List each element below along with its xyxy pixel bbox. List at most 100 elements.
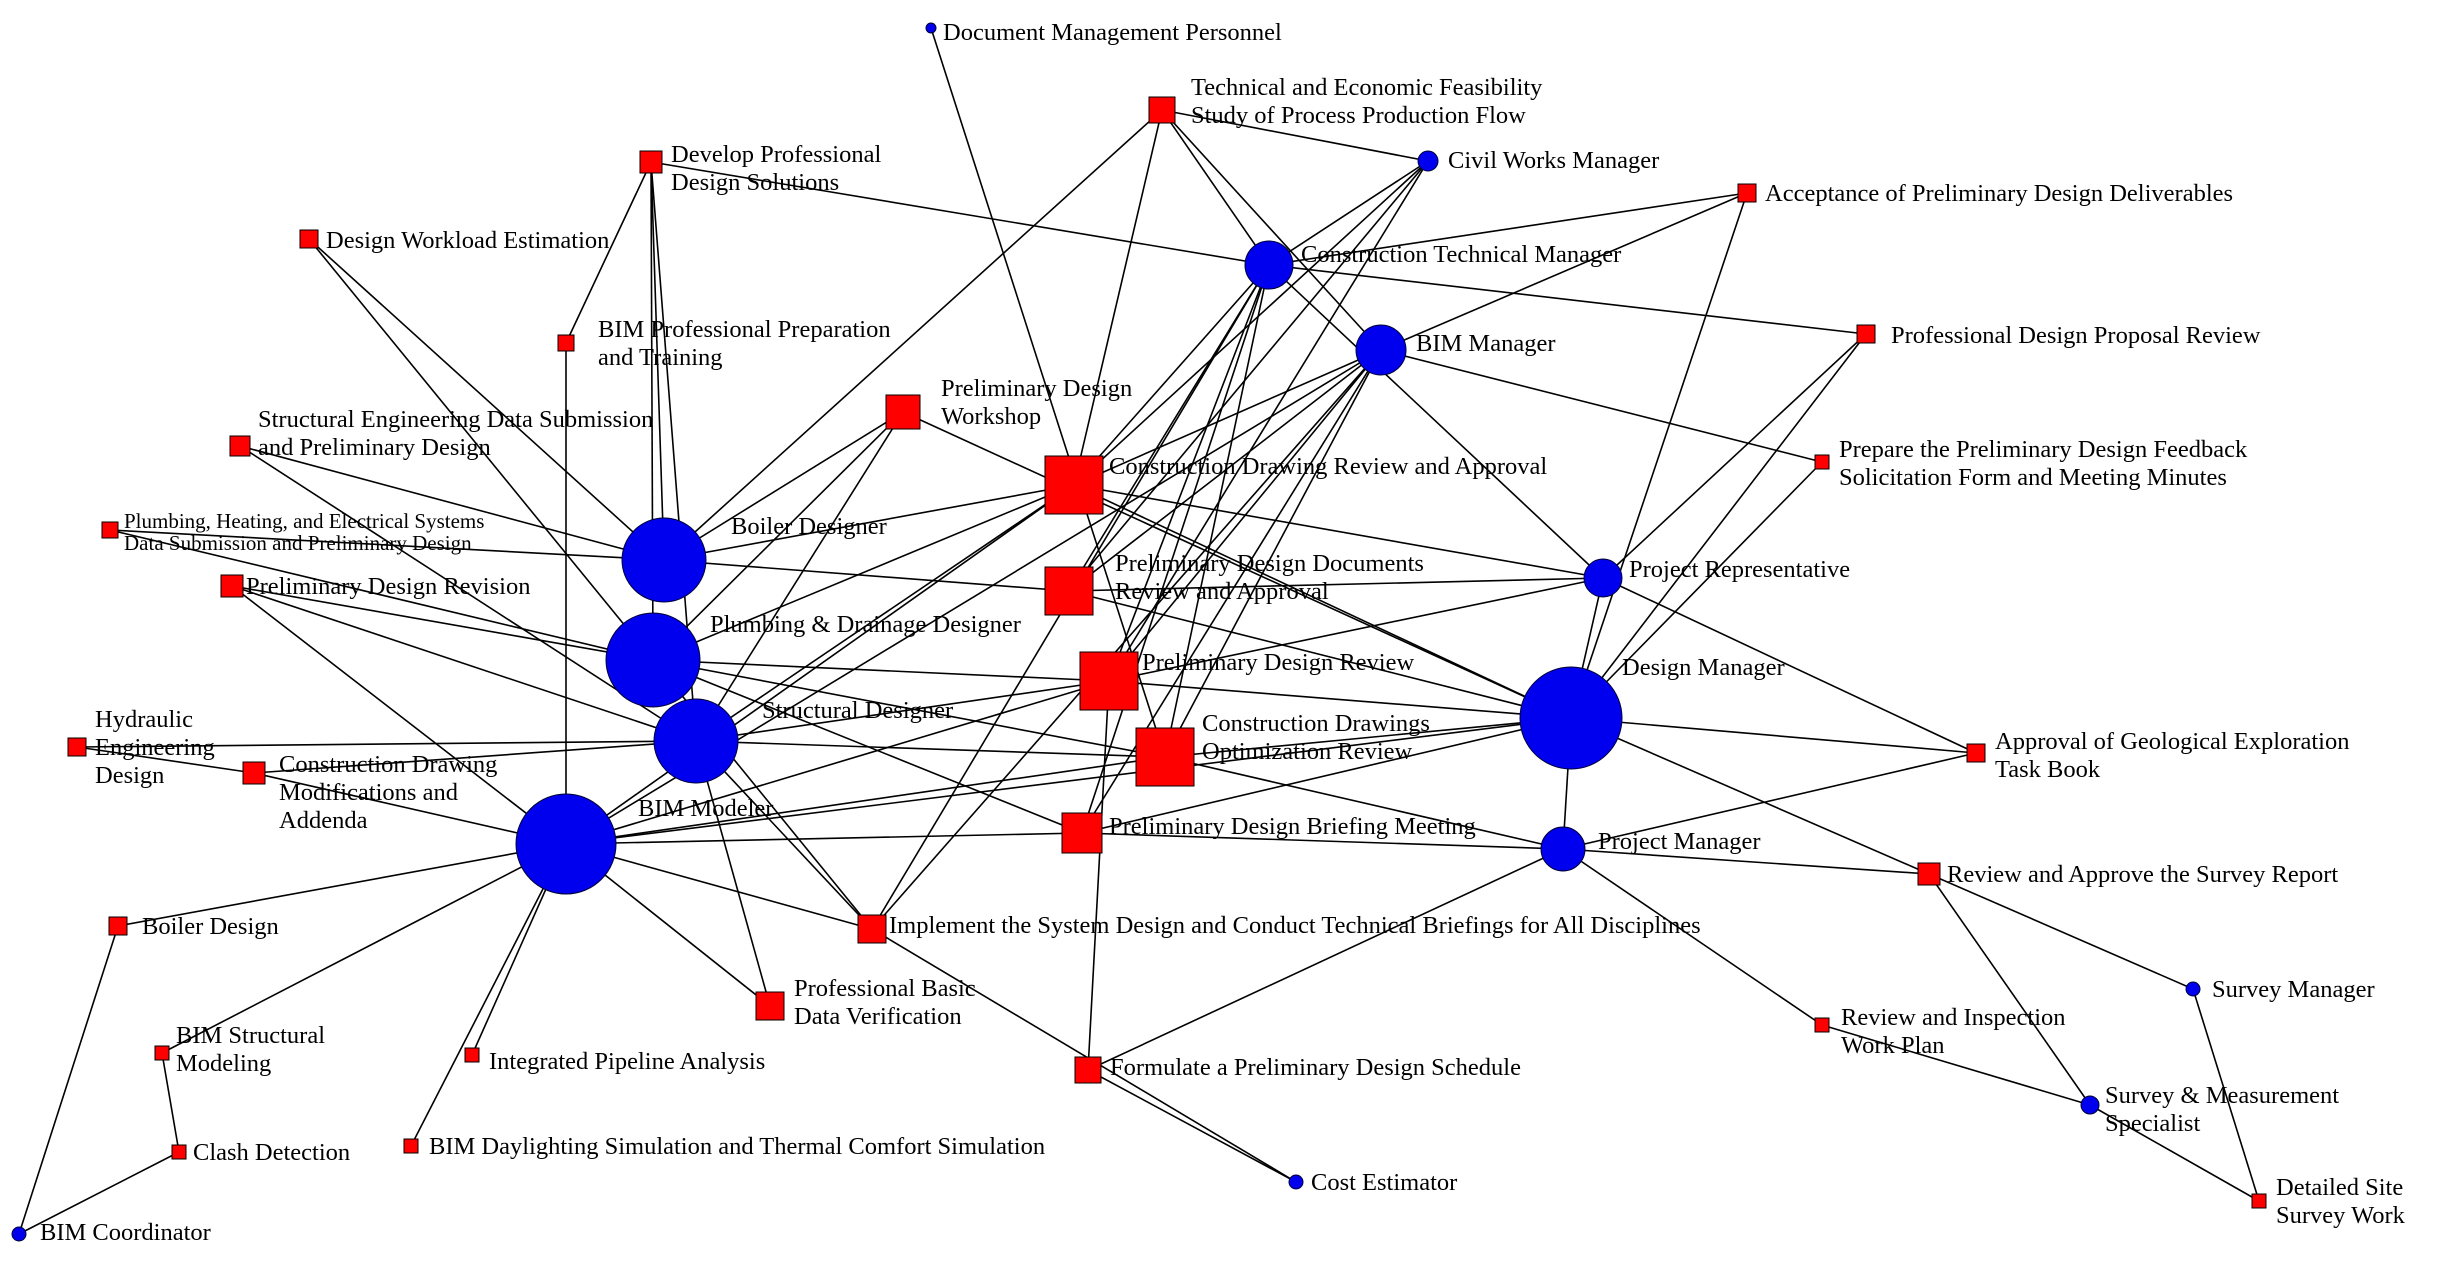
node-review-approve-survey-report[interactable]: Review and Approve the Survey Report: [1917, 861, 2338, 888]
node-document-management-personnel[interactable]: Document Management Personnel: [925, 19, 1282, 46]
review-inspection-work-plan-label-line: Work Plan: [1841, 1032, 1945, 1059]
node-boiler-design[interactable]: Boiler Design: [108, 913, 279, 940]
edge-hydraulic-engineering-design-to-structural-designer: [76, 740, 697, 748]
integrated-pipeline-analysis-label-line: Integrated Pipeline Analysis: [489, 1048, 765, 1075]
bim-daylighting-simulation-label: BIM Daylighting Simulation and Thermal C…: [429, 1133, 1045, 1160]
survey-manager-person-marker: [2185, 981, 2201, 997]
edge-bim-modeler-to-implement-system-design: [565, 843, 873, 930]
node-bim-manager[interactable]: BIM Manager: [1355, 324, 1555, 376]
document-management-personnel-person-marker: [925, 22, 937, 34]
construction-drawing-modifications-label-line: Modifications and: [279, 779, 458, 806]
node-survey-manager[interactable]: Survey Manager: [2185, 976, 2375, 1003]
construction-drawings-optimization-task-marker: [1135, 727, 1195, 787]
edge-structural-designer-to-construction-drawings-optimization: [695, 740, 1166, 758]
node-professional-design-proposal-review[interactable]: Professional Design Proposal Review: [1856, 322, 2261, 349]
node-formulate-preliminary-design-schedule[interactable]: Formulate a Preliminary Design Schedule: [1074, 1054, 1521, 1084]
node-acceptance-preliminary-design-deliverables[interactable]: Acceptance of Preliminary Design Deliver…: [1737, 180, 2233, 207]
node-preliminary-design-revision[interactable]: Preliminary Design Revision: [220, 573, 530, 600]
node-project-representative[interactable]: Project Representative: [1583, 556, 1850, 598]
node-bim-daylighting-simulation[interactable]: BIM Daylighting Simulation and Thermal C…: [403, 1133, 1045, 1160]
prepare-feedback-form-label-line: Solicitation Form and Meeting Minutes: [1839, 464, 2227, 491]
hydraulic-engineering-design-task-marker: [67, 737, 87, 757]
node-preliminary-design-briefing[interactable]: Preliminary Design Briefing Meeting: [1061, 812, 1476, 854]
edge-bim-manager-to-prepare-feedback-form: [1380, 349, 1823, 463]
node-civil-works-manager[interactable]: Civil Works Manager: [1417, 147, 1659, 174]
edge-acceptance-preliminary-design-deliverables-to-design-manager: [1570, 192, 1748, 719]
node-construction-drawing-review[interactable]: Construction Drawing Review and Approval: [1044, 453, 1547, 515]
edge-review-approve-survey-report-to-survey-measurement-specialist: [1928, 873, 2091, 1106]
construction-drawing-review-label-line: Construction Drawing Review and Approval: [1109, 453, 1547, 480]
node-bim-modeler[interactable]: BIM Modeler: [515, 793, 773, 895]
preliminary-design-revision-task-marker: [220, 574, 244, 598]
node-cost-estimator[interactable]: Cost Estimator: [1288, 1169, 1457, 1196]
bim-professional-preparation-label-line: and Training: [598, 344, 723, 371]
edge-preliminary-design-documents-review-to-design-manager: [1068, 590, 1572, 719]
preliminary-design-documents-review-label-line: Preliminary Design Documents: [1115, 550, 1424, 577]
node-design-manager[interactable]: Design Manager: [1519, 654, 1785, 770]
node-implement-system-design[interactable]: Implement the System Design and Conduct …: [857, 912, 1701, 944]
review-inspection-work-plan-label-line: Review and Inspection: [1841, 1004, 2066, 1031]
bim-manager-label: BIM Manager: [1416, 330, 1555, 357]
edge-tech-econ-feasibility-to-construction-technical-manager: [1161, 109, 1270, 266]
node-structural-designer[interactable]: Structural Designer: [653, 697, 953, 784]
bim-structural-modeling-label-line: BIM Structural: [176, 1022, 325, 1049]
construction-technical-manager-label-line: Construction Technical Manager: [1301, 241, 1621, 268]
node-design-workload-estimation[interactable]: Design Workload Estimation: [299, 227, 609, 254]
node-bim-coordinator[interactable]: BIM Coordinator: [11, 1219, 211, 1246]
cost-estimator-label: Cost Estimator: [1311, 1169, 1457, 1196]
plumbing-drainage-designer-label: Plumbing & Drainage Designer: [710, 611, 1021, 638]
node-boiler-designer[interactable]: Boiler Designer: [621, 513, 887, 603]
node-plumbing-heating-electrical-data[interactable]: Plumbing, Heating, and Electrical System…: [101, 509, 484, 555]
edge-construction-drawing-review-to-design-manager: [1073, 484, 1572, 719]
edge-structural-designer-to-implement-system-design: [695, 740, 873, 930]
preliminary-design-review-label-line: Preliminary Design Review: [1142, 649, 1414, 676]
formulate-preliminary-design-schedule-task-marker: [1074, 1056, 1102, 1084]
edge-formulate-preliminary-design-schedule-to-cost-estimator: [1087, 1069, 1297, 1183]
plumbing-heating-electrical-data-task-marker: [101, 521, 119, 539]
approval-geological-exploration-label-line: Task Book: [1995, 756, 2101, 783]
node-preliminary-design-review[interactable]: Preliminary Design Review: [1079, 649, 1414, 711]
plumbing-drainage-designer-person-marker: [605, 612, 701, 708]
edge-bim-modeler-to-boiler-design: [117, 843, 567, 927]
tech-econ-feasibility-label-line: Study of Process Production Flow: [1191, 102, 1526, 129]
node-plumbing-drainage-designer[interactable]: Plumbing & Drainage Designer: [605, 611, 1021, 708]
preliminary-design-documents-review-label-line: Review and Approval: [1115, 578, 1329, 605]
edge-bim-structural-modeling-to-clash-detection: [161, 1052, 180, 1153]
node-construction-technical-manager[interactable]: Construction Technical Manager: [1244, 240, 1621, 290]
plumbing-heating-electrical-data-label-line: Data Submission and Preliminary Design: [124, 531, 472, 555]
node-project-manager[interactable]: Project Manager: [1540, 826, 1761, 872]
tech-econ-feasibility-task-marker: [1148, 96, 1176, 124]
edge-tech-econ-feasibility-to-bim-manager: [1161, 109, 1382, 351]
node-clash-detection[interactable]: Clash Detection: [171, 1139, 350, 1166]
node-integrated-pipeline-analysis[interactable]: Integrated Pipeline Analysis: [464, 1047, 765, 1075]
hydraulic-engineering-design-label-line: Hydraulic: [95, 706, 193, 733]
edge-bim-manager-to-preliminary-design-documents-review: [1068, 349, 1382, 592]
edge-construction-drawing-modifications-to-bim-modeler: [253, 772, 567, 845]
clash-detection-label: Clash Detection: [193, 1139, 350, 1166]
implement-system-design-label-line: Implement the System Design and Conduct …: [889, 912, 1701, 939]
edge-acceptance-preliminary-design-deliverables-to-construction-technical-manager: [1268, 192, 1748, 266]
edge-plumbing-heating-electrical-data-to-plumbing-drainage-designer: [109, 529, 654, 661]
plumbing-drainage-designer-label-line: Plumbing & Drainage Designer: [710, 611, 1021, 638]
develop-professional-design-solutions-label-line: Develop Professional: [671, 141, 881, 168]
edge-structural-engineering-data-to-boiler-designer: [239, 445, 665, 561]
